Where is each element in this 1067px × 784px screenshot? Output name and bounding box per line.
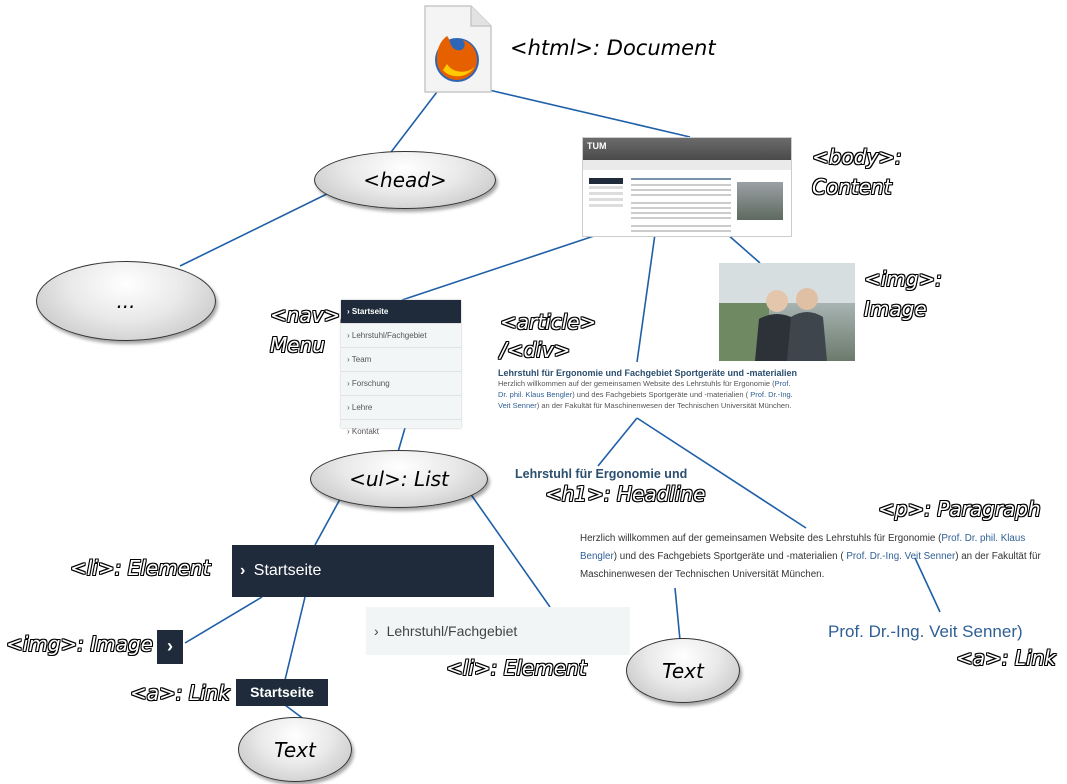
edge-p-link [914,557,941,613]
paragraph-text-2: ) und des Fachgebiets Sportgeräte und -m… [613,551,847,562]
nav-item-startseite[interactable]: › Startseite [341,300,461,324]
paragraph-snippet: Herzlich willkommen auf der gemeinsamen … [580,530,1060,584]
nav-menu: › Startseite › Lehrstuhl/Fachgebiet › Te… [341,300,461,436]
article-link-senner[interactable]: Prof. Dr.-Ing. Veit Senner [498,390,793,410]
label-p-paragraph: <p>: Paragraph [878,497,1041,521]
label-body-content: <body>: Content [812,145,902,199]
link-snippet-senner[interactable]: Prof. Dr.-Ing. Veit Senner) [828,622,1023,641]
article-text-2: ) und des Fachgebiets Sportgeräte und -m… [572,390,751,399]
nav-item-label: Forschung [351,379,390,388]
headline-snippet: Lehrstuhl für Ergonomie und [515,467,688,481]
nav-item-label: Kontakt [351,427,380,436]
firefox-document-icon [423,4,493,94]
li-startseite[interactable]: › Startseite [232,545,494,597]
label-article-div: <article> /<div> [500,310,597,362]
edge-body-img [726,233,761,264]
paragraph-text-3: ) an der Fakultät für Maschinenwesen der… [580,551,1041,580]
nav-item-team[interactable]: › Team [341,348,461,372]
node-text-2-label: Text [662,658,704,683]
paragraph-text-1: Herzlich willkommen auf der gemeinsamen … [580,533,942,544]
li-lehrstuhl-label: Lehrstuhl/Fachgebiet [386,623,518,639]
nav-item-label: Lehrstuhl/Fachgebiet [351,331,427,340]
label-h1-headline: <h1>: Headline [545,482,706,506]
li-lehrstuhl[interactable]: › Lehrstuhl/Fachgebiet [366,607,630,655]
body-content-thumbnail: TUM [582,137,792,237]
article-text-3: ) an der Fakultät für Maschinenwesen der… [536,401,792,410]
edge-head-ellipsis [179,189,336,267]
nav-item-forschung[interactable]: › Forschung [341,372,461,396]
nav-item-label: Team [351,355,372,364]
label-a-link-2: <a>: Link [956,646,1056,670]
chevron-image-icon: › [157,630,183,664]
li-startseite-label: Startseite [253,562,322,579]
nav-item-label: Startseite [351,307,389,316]
a-link-label: Startseite [250,684,314,700]
edge-html-head [384,87,441,161]
edge-body-nav [401,233,601,301]
a-link-startseite[interactable]: Startseite [236,679,328,706]
label-li-element-1: <li>: Element [70,556,211,580]
article-title: Lehrstuhl für Ergonomie und Fachgebiet S… [498,368,798,378]
edge-ul-li2 [464,485,551,608]
edge-li1-a [284,596,306,681]
chevron-right-icon: › [374,623,379,639]
node-text-1-label: Text [274,737,316,762]
label-img-image: <img>: Image [864,267,942,321]
nav-item-lehre[interactable]: › Lehre [341,396,461,420]
nav-item-kontakt[interactable]: › Kontakt [347,427,380,436]
chevron-right-icon: › [240,562,246,579]
node-ellipsis: ... [36,261,216,341]
node-text-2: Text [626,638,740,703]
node-ul-label: <ul>: List [349,467,449,491]
edge-body-article [636,233,656,363]
node-head: <head> [314,151,496,209]
edge-li1-img [184,596,263,644]
paragraph-link-senner[interactable]: Prof. Dr.-Ing. Veit Senner [846,551,956,562]
node-ellipsis-label: ... [116,289,136,313]
nav-item-label: Lehre [351,403,373,412]
mini-logo: TUM [587,141,607,151]
article-body: Herzlich willkommen auf der gemeinsamen … [498,378,798,411]
node-text-1: Text [238,717,352,782]
edge-html-body [454,81,691,138]
edge-article-p [636,417,807,529]
edge-nav-ul [397,427,406,453]
label-nav-menu: <nav>: Menu [270,303,348,357]
label-img-image-small: <img>: Image [6,632,153,656]
edge-article-h1 [597,417,638,467]
paragraph-link-bengler[interactable]: Prof. Dr. phil. Klaus Bengler [580,533,1026,562]
node-ul-list: <ul>: List [310,450,488,508]
photo-image [719,263,855,361]
article-link-bengler[interactable]: Prof. Dr. phil. Klaus Bengler [498,379,791,399]
article-text-1: Herzlich willkommen auf der gemeinsamen … [498,379,775,388]
label-li-element-2: <li>: Element [446,656,587,680]
label-a-link-1: <a>: Link [130,681,230,705]
label-html-document: <html>: Document [510,36,716,60]
edge-p-text [674,587,681,641]
node-head-label: <head> [363,168,447,192]
nav-item-lehrstuhl[interactable]: › Lehrstuhl/Fachgebiet [341,324,461,348]
